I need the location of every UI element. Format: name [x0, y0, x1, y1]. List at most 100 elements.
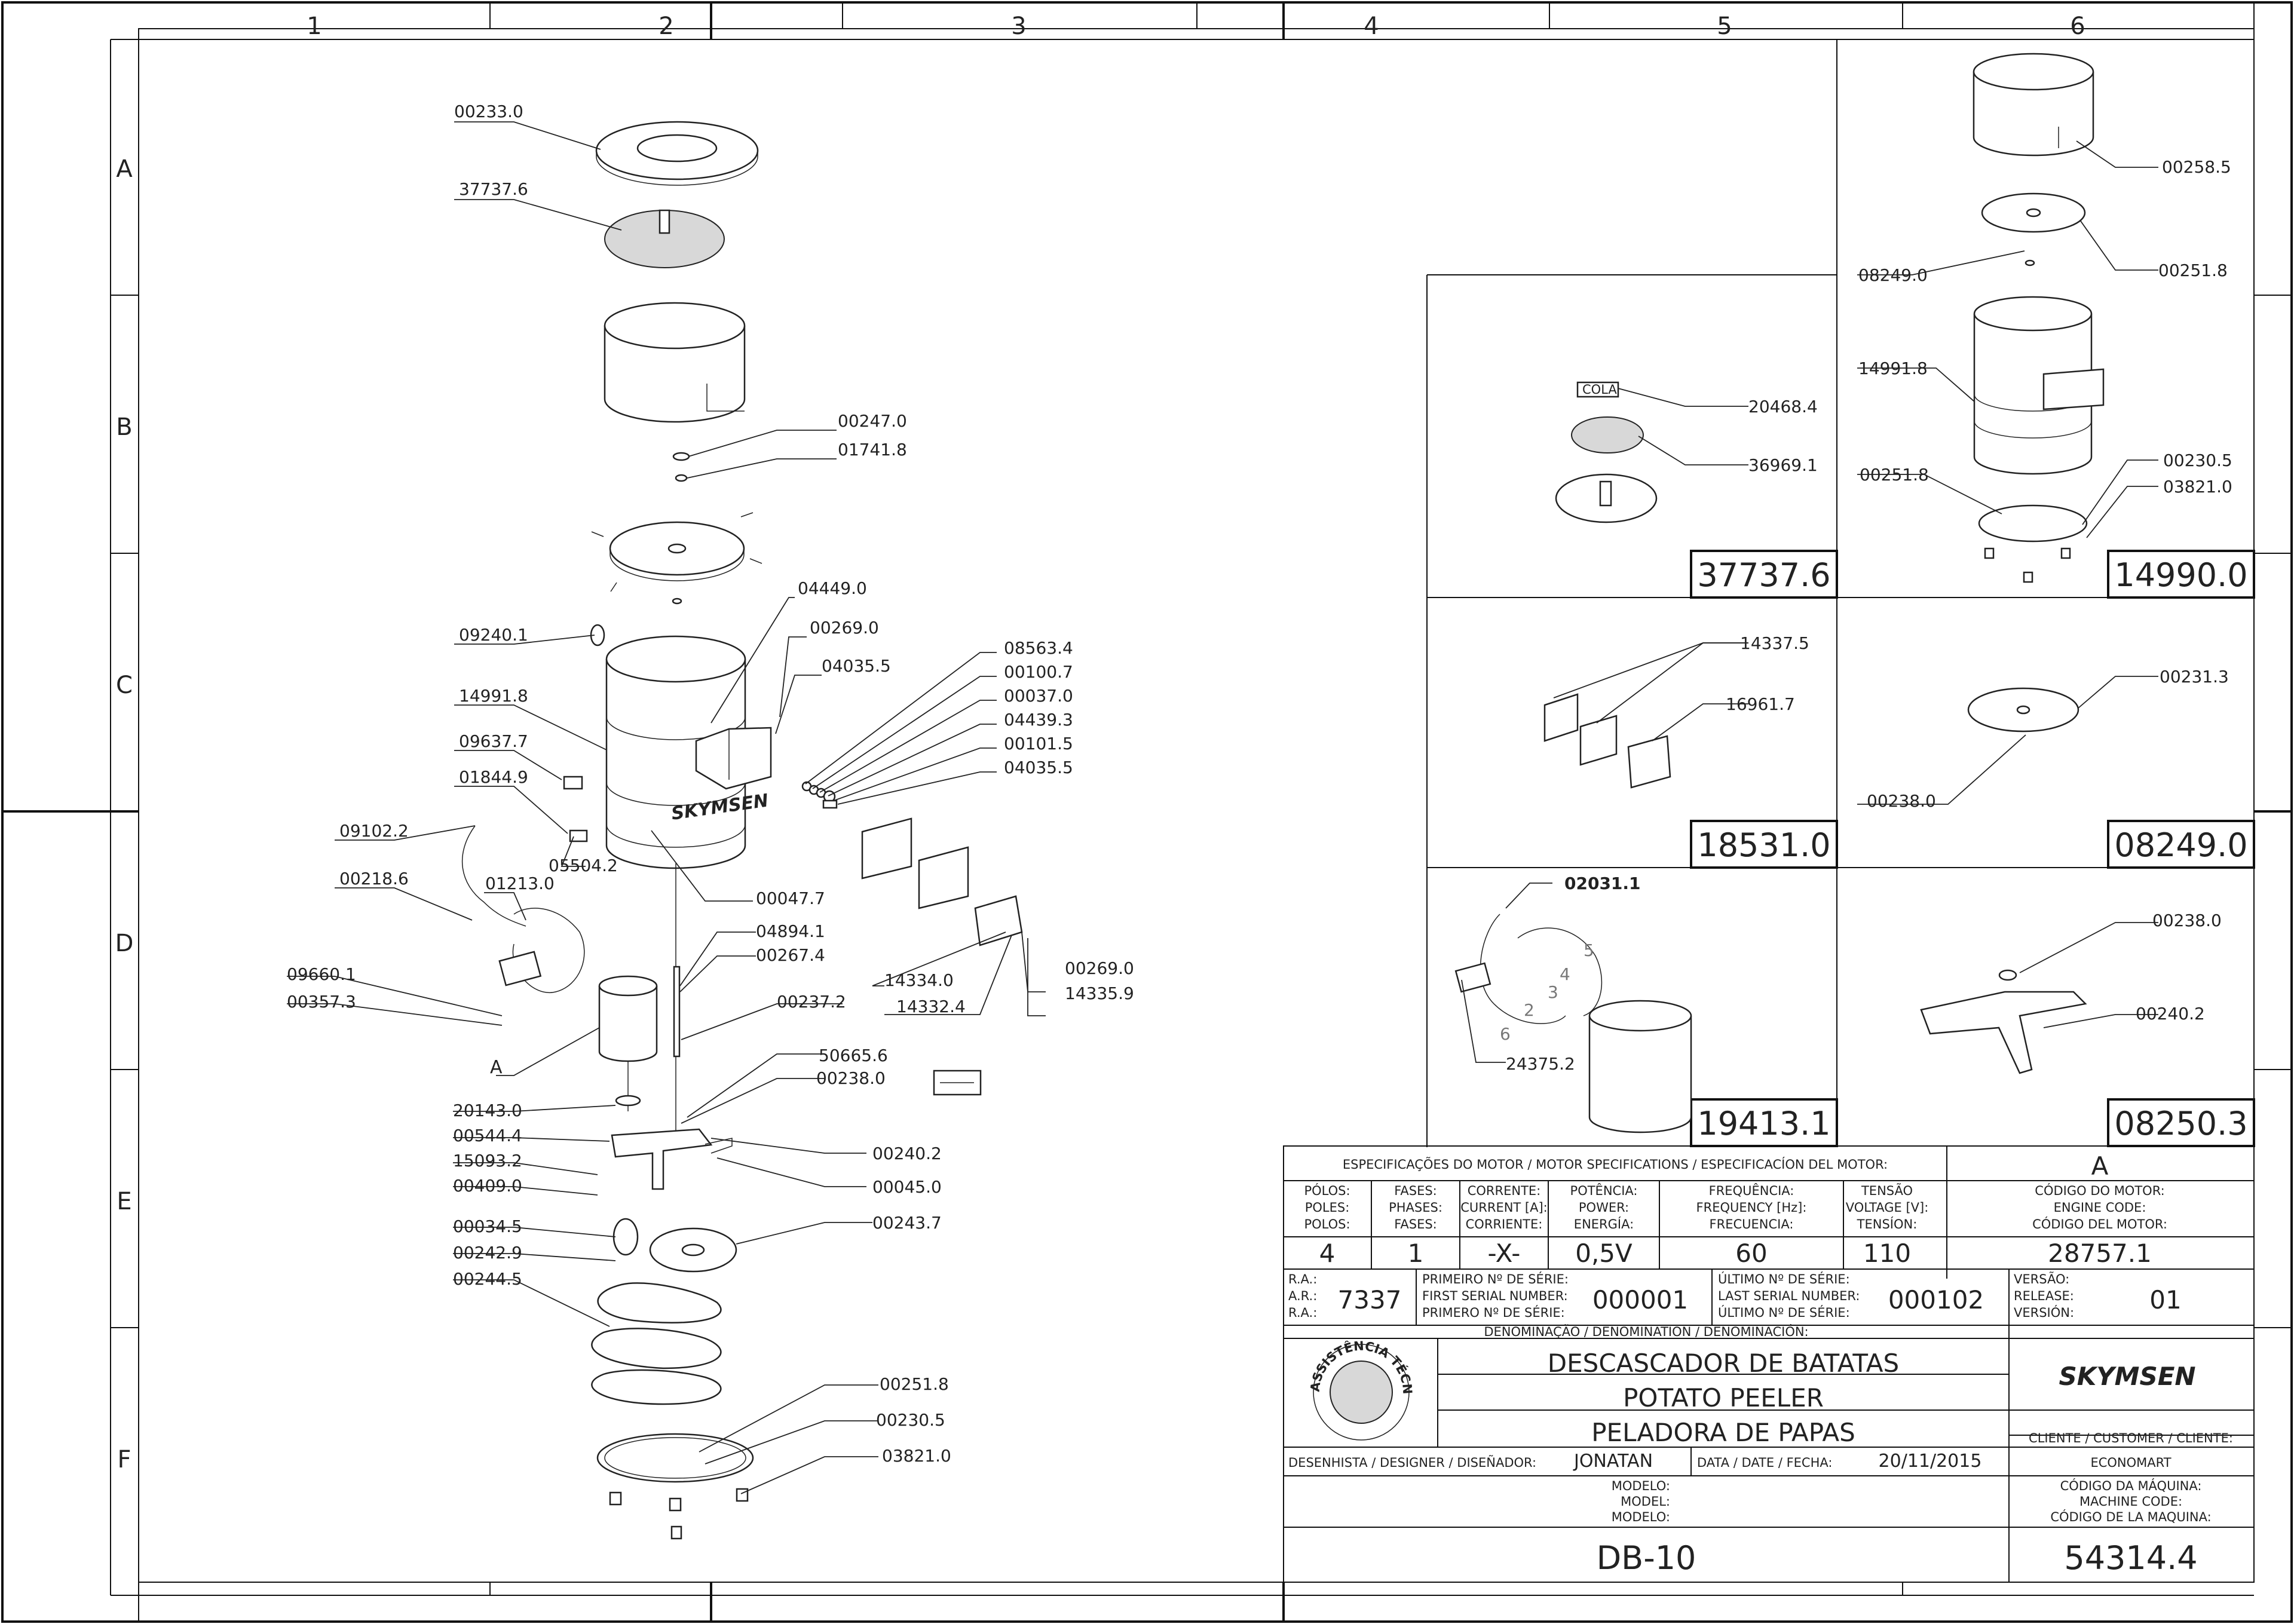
spec-header: VOLTAGE [V]: [1846, 1200, 1929, 1215]
first-serial-label: PRIMERO Nº DE SÉRIE: [1422, 1305, 1565, 1320]
brand-logo: SKYMSEN [2059, 1362, 2195, 1391]
detail-code: 19413.1 [1697, 1105, 1830, 1142]
machine-code-value: 54314.4 [2064, 1539, 2197, 1577]
model-label: MODEL: [1621, 1494, 1670, 1509]
column-label: 2 [659, 13, 673, 40]
callout: 04894.1 [756, 921, 825, 941]
column-label: 5 [1717, 13, 1732, 40]
callout: 14332.4 [896, 997, 966, 1016]
grid-column-labels: 1 2 3 4 5 6 [307, 13, 2085, 40]
callout: 00238.0 [1867, 791, 1936, 811]
callout: 00247.0 [838, 411, 907, 431]
callout: 00238.0 [2152, 911, 2222, 930]
motor-spec-header: ESPECIFICAÇÕES DO MOTOR / MOTOR SPECIFIC… [1343, 1156, 1888, 1172]
callout: 04439.3 [1004, 710, 1073, 730]
callout: 03821.0 [2163, 477, 2232, 497]
callout: 01741.8 [838, 440, 907, 459]
date-label: DATA / DATE / FECHA: [1697, 1456, 1832, 1470]
revision-letter: A [2091, 1151, 2109, 1181]
callout: 00258.5 [2162, 157, 2231, 177]
last-serial-label: ÚLTIMO Nº DE SÉRIE: [1718, 1271, 1850, 1286]
callout: 01844.9 [459, 767, 528, 787]
callout: 00251.8 [880, 1374, 949, 1394]
callout: 00230.5 [2163, 451, 2232, 470]
callout: 14337.5 [1740, 633, 1809, 653]
model-value: DB-10 [1597, 1539, 1696, 1577]
spec-header: ENGINE CODE: [2054, 1200, 2146, 1215]
callout: 36969.1 [1748, 455, 1818, 475]
callout: 00231.3 [2160, 667, 2229, 687]
callout: 14335.9 [1065, 983, 1134, 1003]
spec-header: CURRENT [A]: [1460, 1200, 1548, 1215]
ra-label: R.A.: [1288, 1306, 1317, 1320]
model-label: MODELO: [1612, 1479, 1670, 1493]
grid-row-labels: A B C D E F [115, 155, 134, 1473]
product-name-en: POTATO PEELER [1623, 1383, 1824, 1412]
spec-value: -X- [1488, 1239, 1521, 1268]
callout: 00267.4 [756, 945, 825, 965]
title-block-text: ESPECIFICAÇÕES DO MOTOR / MOTOR SPECIFIC… [0, 0, 2233, 1577]
spec-header: ENERGÍA: [1574, 1217, 1634, 1231]
callout: 37737.6 [459, 179, 528, 199]
column-label: 1 [307, 13, 321, 40]
callout: 14334.0 [884, 970, 954, 990]
model-label: MODELO: [1612, 1510, 1670, 1524]
callout: 04449.0 [798, 578, 867, 598]
callout: 08249.0 [1858, 265, 1928, 285]
main-callouts: 00233.0 37737.6 00247.0 01741.8 04449.0 … [287, 102, 1134, 1466]
callout: 14991.8 [459, 686, 528, 706]
row-label: C [116, 672, 133, 699]
callout: 00269.0 [1065, 958, 1134, 978]
leader-lines [287, 121, 1046, 1494]
callout: 15093.2 [453, 1151, 522, 1170]
column-label: 3 [1011, 13, 1026, 40]
title-block [1283, 1145, 2255, 1583]
callout: 09637.7 [459, 731, 528, 751]
client-value: ECONOMART [2090, 1456, 2171, 1470]
callout: 00047.7 [756, 888, 825, 908]
last-serial-label: ÚLTIMO Nº DE SÉRIE: [1718, 1305, 1850, 1320]
row-label: A [116, 155, 133, 183]
callout: 00544.4 [453, 1126, 522, 1145]
spec-value: 60 [1735, 1239, 1767, 1268]
first-serial-value: 000001 [1592, 1285, 1688, 1314]
last-serial-label: LAST SERIAL NUMBER: [1718, 1289, 1860, 1303]
callout: 16961.7 [1726, 694, 1795, 714]
callout: 00237.2 [777, 992, 846, 1012]
callout: 00357.3 [287, 992, 356, 1012]
callout: 01213.0 [485, 874, 555, 893]
callout: 00409.0 [453, 1176, 522, 1196]
callout: 00037.0 [1004, 686, 1073, 706]
callout: 04035.5 [1004, 758, 1073, 777]
spec-header: FASES: [1394, 1184, 1437, 1198]
spec-header: FREQUENCY [Hz]: [1696, 1200, 1807, 1215]
ra-label: R.A.: [1288, 1272, 1317, 1286]
section-marker: A [490, 1057, 503, 1078]
terminal-number: 5 [1584, 940, 1594, 960]
callout: 00242.9 [453, 1243, 522, 1263]
spec-value: 4 [1319, 1239, 1336, 1268]
first-serial-label: FIRST SERIAL NUMBER: [1422, 1289, 1568, 1303]
detail-drawings: 2 4 5 3 6 [1454, 53, 2105, 1133]
spec-value: 110 [1863, 1239, 1911, 1268]
callout: 00045.0 [872, 1177, 942, 1197]
spec-header: PÓLOS: [1304, 1183, 1350, 1198]
designer-label: DESENHISTA / DESIGNER / DISEÑADOR: [1288, 1454, 1536, 1470]
detail-code: 08249.0 [2114, 826, 2247, 864]
callout: COLA [1582, 382, 1617, 397]
version-value: 01 [2149, 1285, 2181, 1314]
ra-value: 7337 [1338, 1285, 1402, 1314]
spec-value: 0,5V [1575, 1239, 1633, 1268]
spec-header: CÓDIGO DEL MOTOR: [2032, 1217, 2167, 1231]
spec-header: CORRIENTE: [1466, 1217, 1543, 1231]
spec-header: TENSÍON: [1857, 1217, 1918, 1231]
first-serial-label: PRIMEIRO Nº DE SÉRIE: [1422, 1271, 1569, 1286]
version-label: RELEASE: [2014, 1289, 2074, 1303]
spec-header: CORRENTE: [1468, 1184, 1541, 1198]
version-label: VERSÃO: [2014, 1271, 2069, 1286]
callout: 00251.8 [1860, 465, 1929, 485]
machine-code-label: CÓDIGO DA MÁQUINA: [2060, 1478, 2202, 1493]
product-name-es: PELADORA DE PAPAS [1591, 1418, 1855, 1447]
callout: 14991.8 [1858, 358, 1928, 378]
callout: 09660.1 [287, 964, 356, 984]
